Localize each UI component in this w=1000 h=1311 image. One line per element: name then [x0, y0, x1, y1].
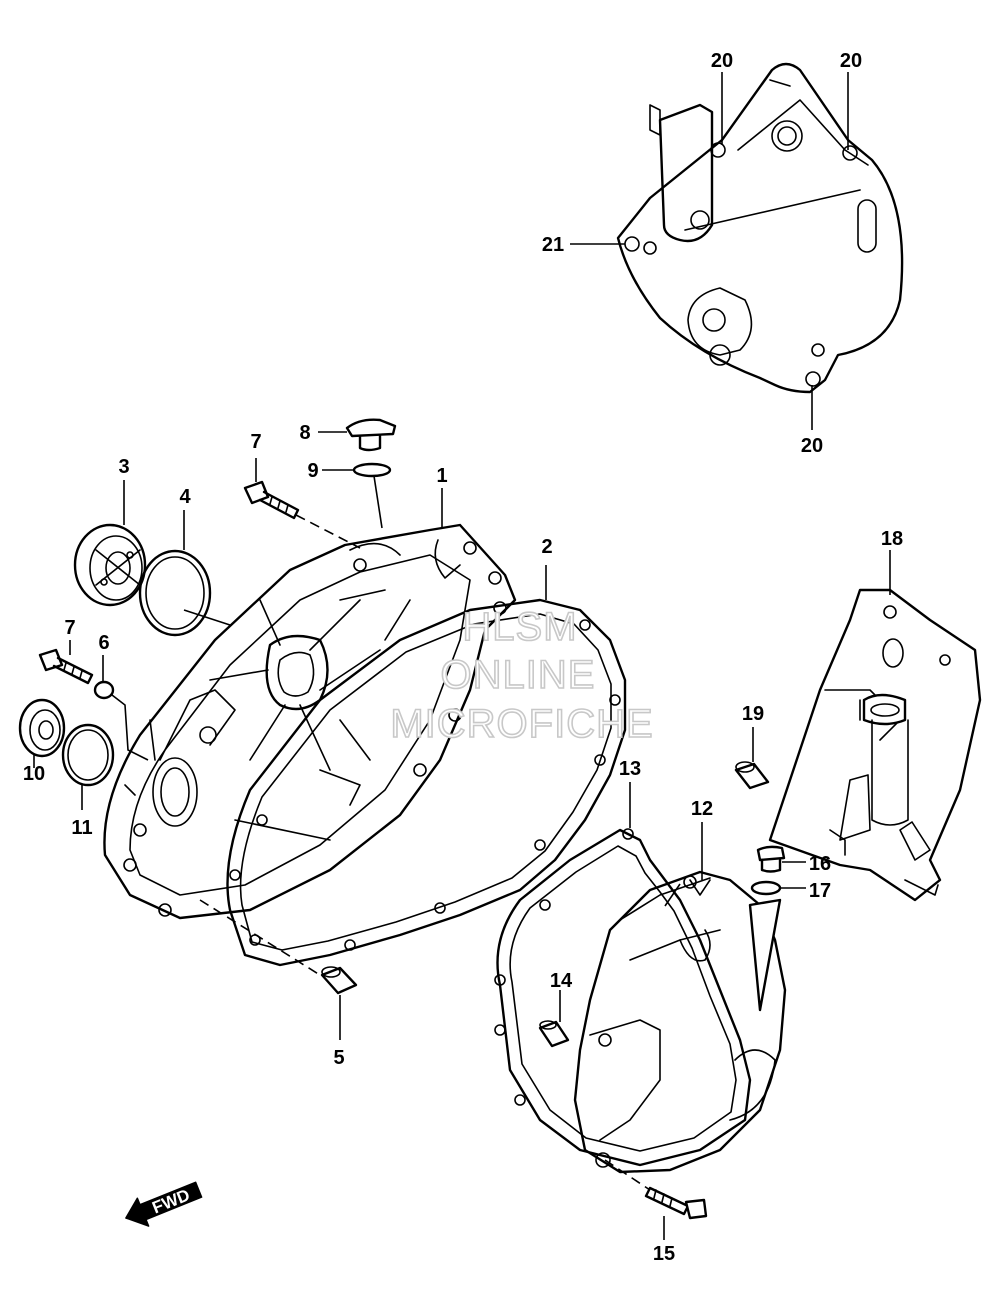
callout-11: 11	[71, 817, 92, 839]
callout-14: 14	[550, 970, 573, 992]
fwd-label: FWD	[149, 1185, 192, 1217]
callout-10: 10	[23, 763, 45, 785]
callout-17: 17	[809, 880, 831, 902]
part-12-generator-cover	[573, 870, 787, 1174]
part-7-bolt-upper	[243, 480, 300, 520]
callout-2: 2	[541, 536, 552, 558]
watermark-line-3: MICROFICHE	[390, 702, 653, 746]
watermark: HLSM ONLINE MICROFICHE	[390, 604, 654, 747]
part-6-washer	[93, 680, 115, 700]
callout-12: 12	[691, 798, 713, 820]
callout-16: 16	[809, 853, 831, 875]
part-19-dowel	[734, 761, 770, 790]
leader-lines	[33, 72, 891, 1240]
callout-3: 3	[118, 456, 129, 478]
part-4-o-ring	[138, 549, 212, 637]
callout-15: 15	[653, 1243, 675, 1265]
callout-6: 6	[98, 632, 109, 654]
callout-7-upper: 7	[250, 431, 261, 453]
callout-13: 13	[619, 758, 641, 780]
watermark-line-1: HLSM	[462, 605, 577, 649]
watermark-line-2: ONLINE	[441, 653, 596, 697]
callout-7-lower: 7	[64, 617, 75, 639]
part-9-washer	[352, 462, 392, 478]
callout-20-top-left: 20	[711, 50, 733, 72]
part-13-gasket	[494, 828, 752, 1167]
callout-8: 8	[299, 422, 310, 444]
part-17-washer	[750, 880, 782, 896]
part-18-case-section	[768, 588, 982, 902]
callout-5: 5	[333, 1047, 344, 1069]
callout-4: 4	[179, 486, 191, 508]
callout-18: 18	[881, 528, 903, 550]
callout-21: 21	[542, 234, 564, 256]
callout-19: 19	[742, 703, 764, 725]
fwd-arrow-icon: FWD	[125, 1181, 203, 1227]
part-3-cap	[73, 523, 147, 607]
callout-20-bottom: 20	[801, 435, 823, 457]
callouts: 1 2 3 4 5 6 7 7 8 9 10 11 12 13 14 15 16…	[23, 50, 903, 1265]
part-7-bolt-lower	[38, 648, 94, 685]
part-2-gasket	[226, 598, 627, 967]
callout-20-top-right: 20	[840, 50, 862, 72]
part-14-dowel	[538, 1020, 570, 1048]
part-11-o-ring	[61, 723, 115, 787]
part-16-plug	[756, 845, 786, 873]
part-10-cap	[18, 698, 66, 758]
callout-9: 9	[307, 460, 318, 482]
part-8-filler-plug	[345, 418, 397, 452]
part-21-cover-plate	[616, 62, 904, 394]
part-5-dowel	[320, 966, 358, 995]
part-15-bolt	[644, 1186, 708, 1220]
part-1-clutch-cover	[103, 523, 517, 920]
callout-1: 1	[436, 465, 447, 487]
